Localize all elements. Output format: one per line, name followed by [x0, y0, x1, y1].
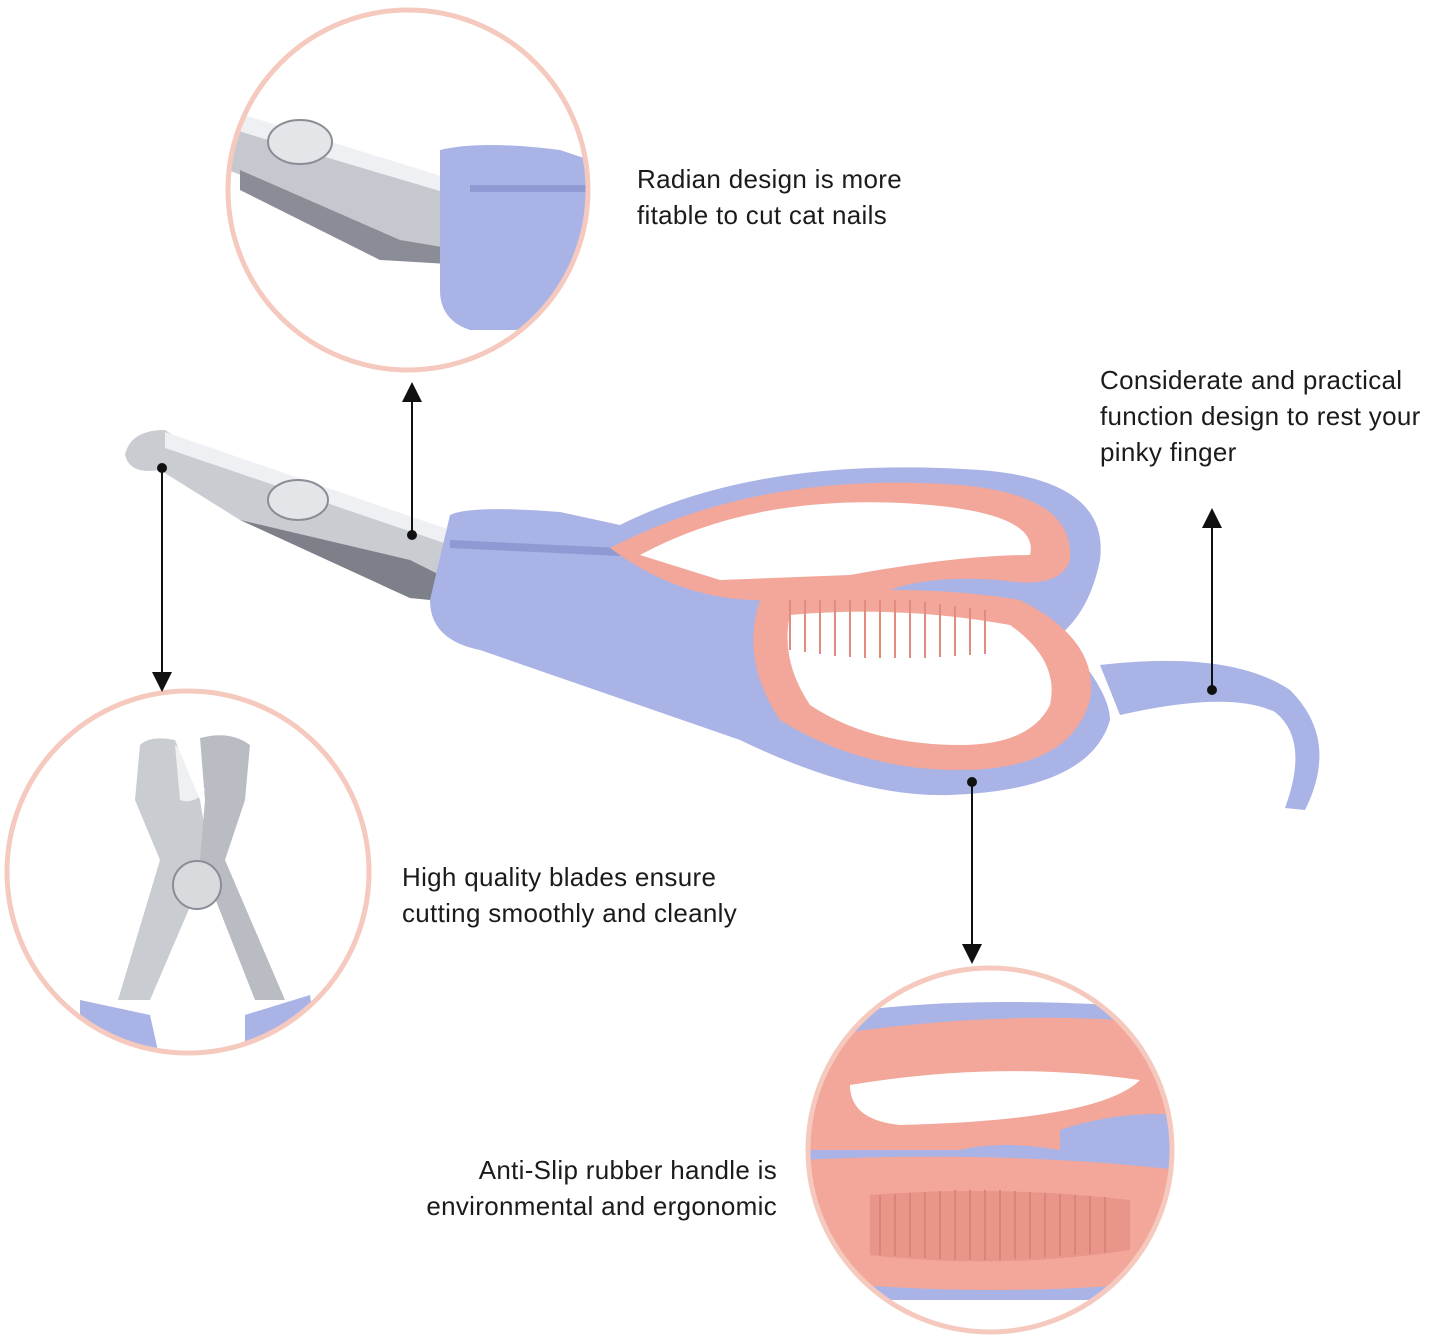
callout-blade-shape: Radian design is more fitable to cut cat… [637, 161, 902, 233]
callout-blade-quality: High quality blades ensure cutting smoot… [402, 859, 737, 931]
zoom-ring-left [4, 688, 372, 1056]
zoom-blade-tip-detail [225, 7, 591, 373]
zoom-ring-top [225, 7, 591, 373]
zoom-blade-quality-detail [4, 688, 372, 1056]
callout-rubber-handle-line2: environmental and ergonomic [426, 1191, 777, 1221]
zoom-ring-bottom [805, 965, 1175, 1335]
callout-arrows [152, 382, 1222, 964]
callout-blade-quality-line1: High quality blades ensure [402, 862, 717, 892]
callout-pinky-rest-line2: function design to rest your [1100, 401, 1421, 431]
zoom-rubber-grip-detail [805, 965, 1175, 1335]
callout-blade-shape-line2: fitable to cut cat nails [637, 200, 887, 230]
callout-pinky-rest: Considerate and practical function desig… [1100, 362, 1421, 470]
callout-pinky-rest-line3: pinky finger [1100, 437, 1237, 467]
callout-blade-quality-line2: cutting smoothly and cleanly [402, 898, 738, 928]
callout-rubber-handle: Anti-Slip rubber handle is environmental… [397, 1152, 777, 1224]
callout-rubber-handle-line1: Anti-Slip rubber handle is [478, 1155, 777, 1185]
callout-blade-shape-line1: Radian design is more [637, 164, 902, 194]
nail-clipper-main [125, 430, 1320, 810]
callout-pinky-rest-line1: Considerate and practical [1100, 365, 1403, 395]
